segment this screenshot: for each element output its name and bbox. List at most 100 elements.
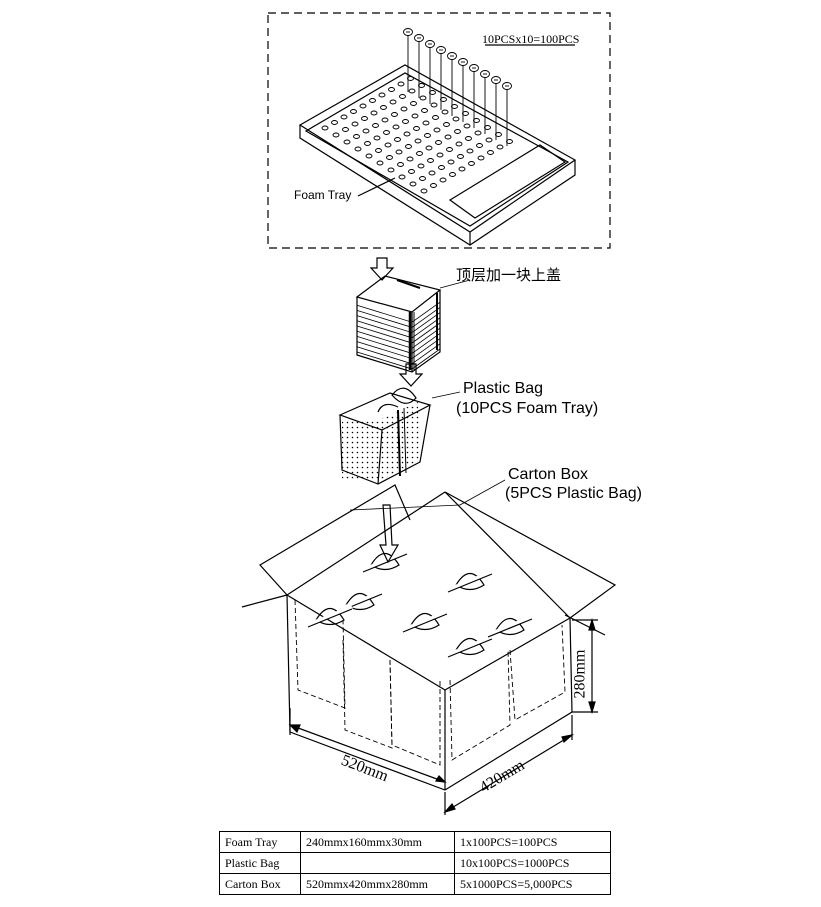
tray-detail-frame xyxy=(267,12,611,249)
pocket xyxy=(496,144,504,150)
bag-top xyxy=(402,610,448,633)
pocket xyxy=(506,139,513,144)
spec-name: Carton Box xyxy=(219,873,301,895)
screw-icon xyxy=(458,58,468,122)
foam-tray-label: Foam Tray xyxy=(294,188,352,202)
pocket-row xyxy=(409,132,502,187)
tray-qty-label: 10PCSx10=100PCS xyxy=(482,32,580,46)
pocket xyxy=(443,122,450,127)
pocket xyxy=(419,95,427,101)
pocket xyxy=(435,140,442,145)
pocket xyxy=(422,120,430,126)
screw-icon xyxy=(502,82,512,146)
plastic-bag-drawing xyxy=(338,387,461,485)
pocket-row xyxy=(354,97,447,152)
tray-layer xyxy=(356,348,441,370)
pocket xyxy=(408,88,416,94)
pocket xyxy=(388,87,395,92)
pocket xyxy=(394,137,401,142)
pocket xyxy=(420,188,428,194)
pocket xyxy=(387,167,395,173)
pocket xyxy=(473,118,480,123)
pocket xyxy=(455,141,463,147)
pocket xyxy=(400,106,408,112)
pocket xyxy=(429,90,436,95)
screw-icon xyxy=(403,28,413,92)
screw-icon xyxy=(414,34,424,98)
tray-layer xyxy=(356,338,441,360)
bag-top xyxy=(447,570,493,593)
spec-name: Plastic Bag xyxy=(219,852,301,874)
spec-qty: 10x100PCS=1000PCS xyxy=(454,852,611,874)
pocket xyxy=(331,120,338,125)
tray-layer xyxy=(356,301,441,323)
pocket xyxy=(386,155,393,160)
pocket xyxy=(458,166,466,172)
pocket xyxy=(421,108,428,113)
pocket xyxy=(359,103,367,109)
pocket xyxy=(428,170,436,176)
pocket xyxy=(457,154,464,159)
pocket xyxy=(432,115,439,120)
pocket xyxy=(389,99,397,105)
pocket xyxy=(372,123,379,128)
pocket xyxy=(418,83,425,88)
pocket xyxy=(397,81,405,87)
pocket xyxy=(468,161,475,166)
pocket xyxy=(441,109,449,115)
pocket xyxy=(405,144,412,149)
plastic-bag-sublabel: (10PCS Foam Tray) xyxy=(456,400,599,417)
pocket xyxy=(381,117,389,123)
pocket xyxy=(332,132,340,138)
tray-layer xyxy=(356,322,441,344)
pocket xyxy=(447,159,455,165)
pocket xyxy=(438,165,445,170)
bag-top xyxy=(487,615,533,638)
top-cover-label: 顶层加一块上盖 xyxy=(456,266,562,284)
pocket xyxy=(362,128,370,134)
bag-top xyxy=(362,550,408,573)
pocket xyxy=(487,150,494,155)
pocket-row xyxy=(343,90,436,145)
tray-layer xyxy=(356,333,441,354)
pocket xyxy=(364,141,371,146)
table-row: Plastic Bag 10x100PCS=1000PCS xyxy=(219,852,611,874)
pocket xyxy=(477,155,485,161)
pocket xyxy=(446,147,453,152)
pocket xyxy=(411,113,419,119)
pocket xyxy=(402,119,409,124)
pocket xyxy=(463,123,471,129)
pocket xyxy=(485,137,493,143)
pocket-row xyxy=(332,83,425,138)
pocket xyxy=(380,105,387,110)
pocket xyxy=(340,114,348,120)
pocket xyxy=(354,146,362,152)
pocket xyxy=(419,176,426,181)
tray-layer xyxy=(356,307,441,328)
height-dimension: 280mm xyxy=(571,649,589,699)
pocket xyxy=(444,134,452,140)
pocket xyxy=(409,181,417,187)
pocket xyxy=(451,104,458,109)
spec-name: Foam Tray xyxy=(219,831,301,853)
pocket xyxy=(454,129,461,134)
pocket xyxy=(416,151,423,156)
pocket xyxy=(495,132,502,137)
pocket xyxy=(342,127,349,132)
carton-box-sublabel: (5PCS Plastic Bag) xyxy=(505,485,642,502)
pocket xyxy=(452,116,460,122)
pocket xyxy=(376,160,384,166)
screw-icon xyxy=(425,40,435,104)
pocket xyxy=(395,149,403,155)
pocket xyxy=(440,97,447,102)
pocket xyxy=(370,110,378,116)
pocket xyxy=(484,125,491,130)
pocket xyxy=(449,172,456,177)
pocket xyxy=(413,126,420,131)
table-row: Carton Box 520mmx420mmx280mm 5x1000PCS=5… xyxy=(219,873,611,895)
pocket xyxy=(321,125,329,131)
pocket-row xyxy=(420,139,513,194)
pocket xyxy=(403,131,411,137)
spec-size: 520mmx420mmx280mm xyxy=(300,873,455,895)
pocket xyxy=(417,163,425,169)
